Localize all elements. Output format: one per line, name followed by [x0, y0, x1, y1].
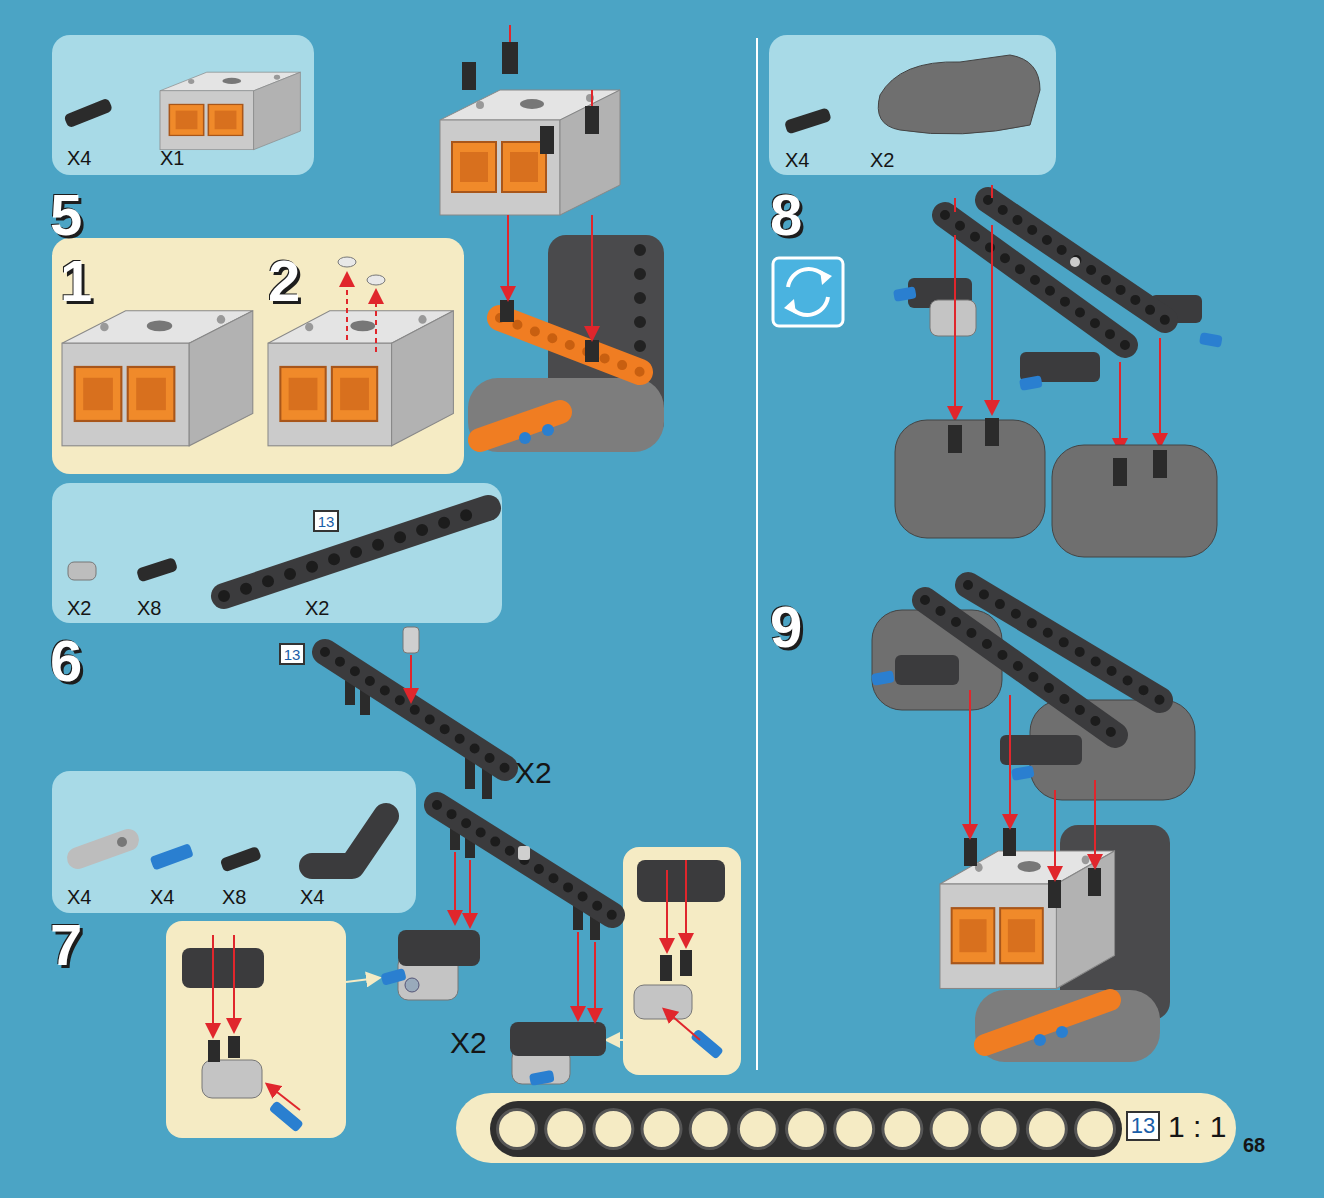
step5-assembly — [440, 25, 664, 452]
step6-assembly — [325, 627, 505, 799]
step8-parts — [784, 55, 1040, 135]
part-quantity: X2 — [67, 598, 91, 618]
parts-box: X2 X8 X2 13 — [52, 483, 502, 623]
callout-number: 13 — [1128, 1113, 1158, 1139]
step7-assembly — [166, 805, 741, 1138]
part-quantity: X8 — [137, 598, 161, 618]
callout-box: 13 — [313, 510, 339, 532]
step8-assembly — [773, 185, 1223, 557]
scale-beam — [490, 1101, 1122, 1157]
step-number: 6 — [50, 632, 82, 690]
multiplier: X2 — [515, 758, 552, 788]
callout-number: 13 — [281, 645, 303, 663]
part-quantity: X4 — [67, 887, 91, 907]
substep-number: 1 — [60, 252, 92, 310]
step-number: 8 — [770, 186, 802, 244]
divider — [757, 38, 758, 1070]
substep-number: 2 — [268, 252, 300, 310]
callout-box: 13 — [279, 643, 305, 665]
page-number: 68 — [1243, 1135, 1265, 1155]
step5-substeps — [62, 257, 453, 446]
step9-assembly — [871, 585, 1195, 1062]
part-quantity: X8 — [222, 887, 246, 907]
step6-parts — [68, 508, 488, 596]
part-quantity: X4 — [300, 887, 324, 907]
step-number: 9 — [770, 598, 802, 656]
step-number: 7 — [50, 916, 82, 974]
part-quantity: X4 — [785, 150, 809, 170]
part-quantity: X2 — [870, 150, 894, 170]
part-quantity: X2 — [305, 598, 329, 618]
callout-box: 13 — [1126, 1111, 1160, 1141]
multiplier: X2 — [450, 1028, 487, 1058]
part-quantity: 1 : 1 — [1168, 1112, 1226, 1142]
part-quantity: X1 — [160, 148, 184, 168]
step-number: 5 — [50, 186, 82, 244]
callout-number: 13 — [315, 512, 337, 530]
step5-parts — [63, 72, 300, 150]
part-quantity: X4 — [150, 887, 174, 907]
step7-parts — [78, 816, 386, 873]
part-quantity: X4 — [67, 148, 91, 168]
